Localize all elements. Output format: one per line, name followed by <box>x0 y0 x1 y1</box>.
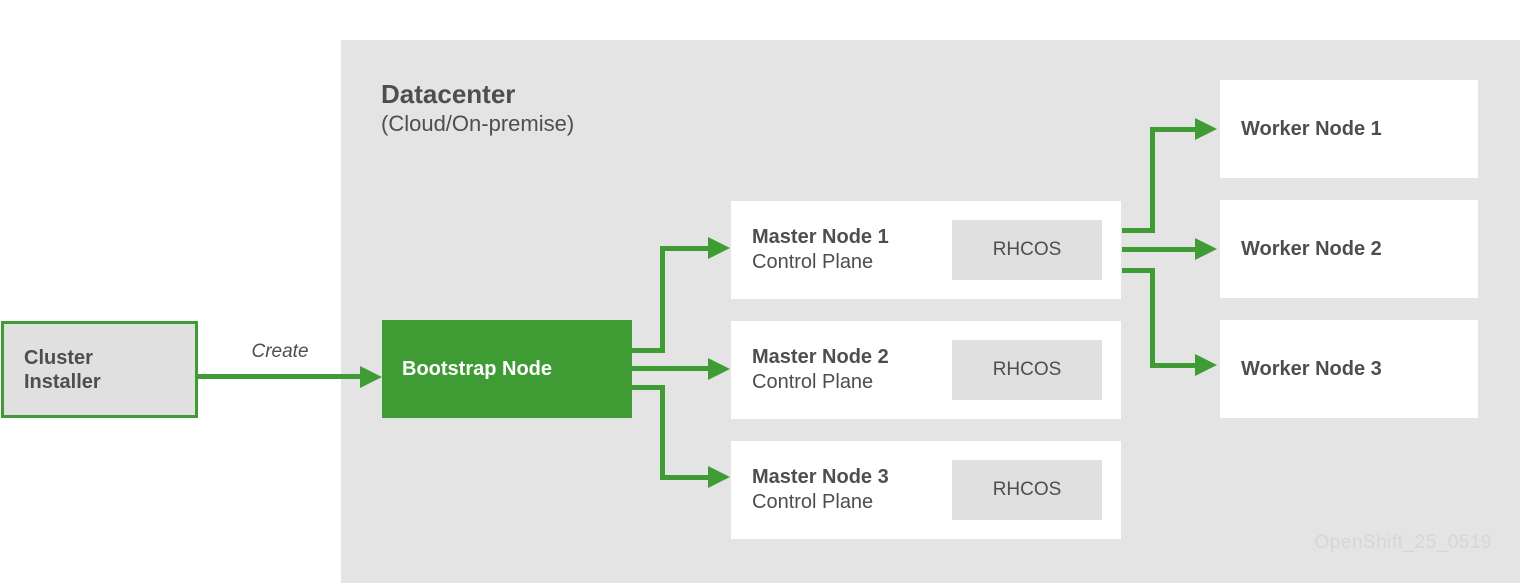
master1-worker1-segment-out <box>1122 228 1155 233</box>
master1-worker3-segment-in <box>1150 363 1195 368</box>
bootstrap-master1-segment-up <box>660 246 665 353</box>
master-node-2-rhcos-badge: RHCOS <box>952 340 1102 400</box>
worker-node-1-title: Worker Node 1 <box>1241 117 1382 140</box>
master1-worker1-segment-up <box>1150 127 1155 233</box>
worker-node-3-box: Worker Node 3 <box>1220 320 1478 418</box>
create-arrow-label: Create <box>251 341 309 362</box>
master1-worker3-segment-out <box>1122 268 1155 273</box>
worker-node-3-title: Worker Node 3 <box>1241 357 1382 380</box>
cluster-installer-box: Cluster Installer <box>1 321 198 418</box>
master1-worker2-segment <box>1122 247 1195 252</box>
datacenter-title: Datacenter <box>381 79 516 109</box>
worker-node-2-box: Worker Node 2 <box>1220 200 1478 298</box>
master1-worker3-segment-down <box>1150 268 1155 368</box>
create-arrow-line <box>198 374 364 379</box>
bootstrap-master1-segment-out <box>632 348 665 353</box>
bootstrap-master1-segment-in <box>660 246 708 251</box>
master-node-2-title: Master Node 2 <box>752 346 889 368</box>
watermark-label: OpenShift_25_0519 <box>1314 532 1492 553</box>
master1-worker2-arrowhead-icon <box>1195 238 1217 260</box>
master-node-1-box: Master Node 1 Control Plane RHCOS <box>731 201 1121 299</box>
bootstrap-master3-segment-in <box>660 475 708 480</box>
create-arrowhead-icon <box>360 366 382 388</box>
worker-node-1-box: Worker Node 1 <box>1220 80 1478 178</box>
master-node-1-rhcos-badge: RHCOS <box>952 220 1102 280</box>
master1-worker1-arrowhead-icon <box>1195 118 1217 140</box>
master-node-1-subtitle: Control Plane <box>752 251 874 273</box>
master1-worker3-arrowhead-icon <box>1195 354 1217 376</box>
master-node-2-subtitle: Control Plane <box>752 371 874 393</box>
master1-worker1-segment-in <box>1150 127 1195 132</box>
master-node-1-title: Master Node 1 <box>752 226 889 248</box>
bootstrap-master2-segment <box>632 366 708 371</box>
datacenter-title-block: Datacenter (Cloud/On-premise) <box>381 78 574 138</box>
bootstrap-master3-arrowhead-icon <box>708 466 730 488</box>
master-node-3-box: Master Node 3 Control Plane RHCOS <box>731 441 1121 539</box>
master-node-3-title: Master Node 3 <box>752 466 889 488</box>
bootstrap-master2-arrowhead-icon <box>708 358 730 380</box>
cluster-installer-label-line2: Installer <box>24 370 101 393</box>
master-node-2-box: Master Node 2 Control Plane RHCOS <box>731 321 1121 419</box>
datacenter-subtitle: (Cloud/On-premise) <box>381 111 575 136</box>
bootstrap-node-box: Bootstrap Node <box>382 320 632 418</box>
bootstrap-node-label: Bootstrap Node <box>402 357 552 380</box>
master-node-3-rhcos-badge: RHCOS <box>952 460 1102 520</box>
worker-node-2-title: Worker Node 2 <box>1241 237 1382 260</box>
cluster-installer-label-line1: Cluster <box>24 346 93 369</box>
bootstrap-master1-arrowhead-icon <box>708 237 730 259</box>
master-node-3-subtitle: Control Plane <box>752 491 874 513</box>
bootstrap-master3-segment-out <box>632 385 665 390</box>
bootstrap-master3-segment-down <box>660 385 665 480</box>
